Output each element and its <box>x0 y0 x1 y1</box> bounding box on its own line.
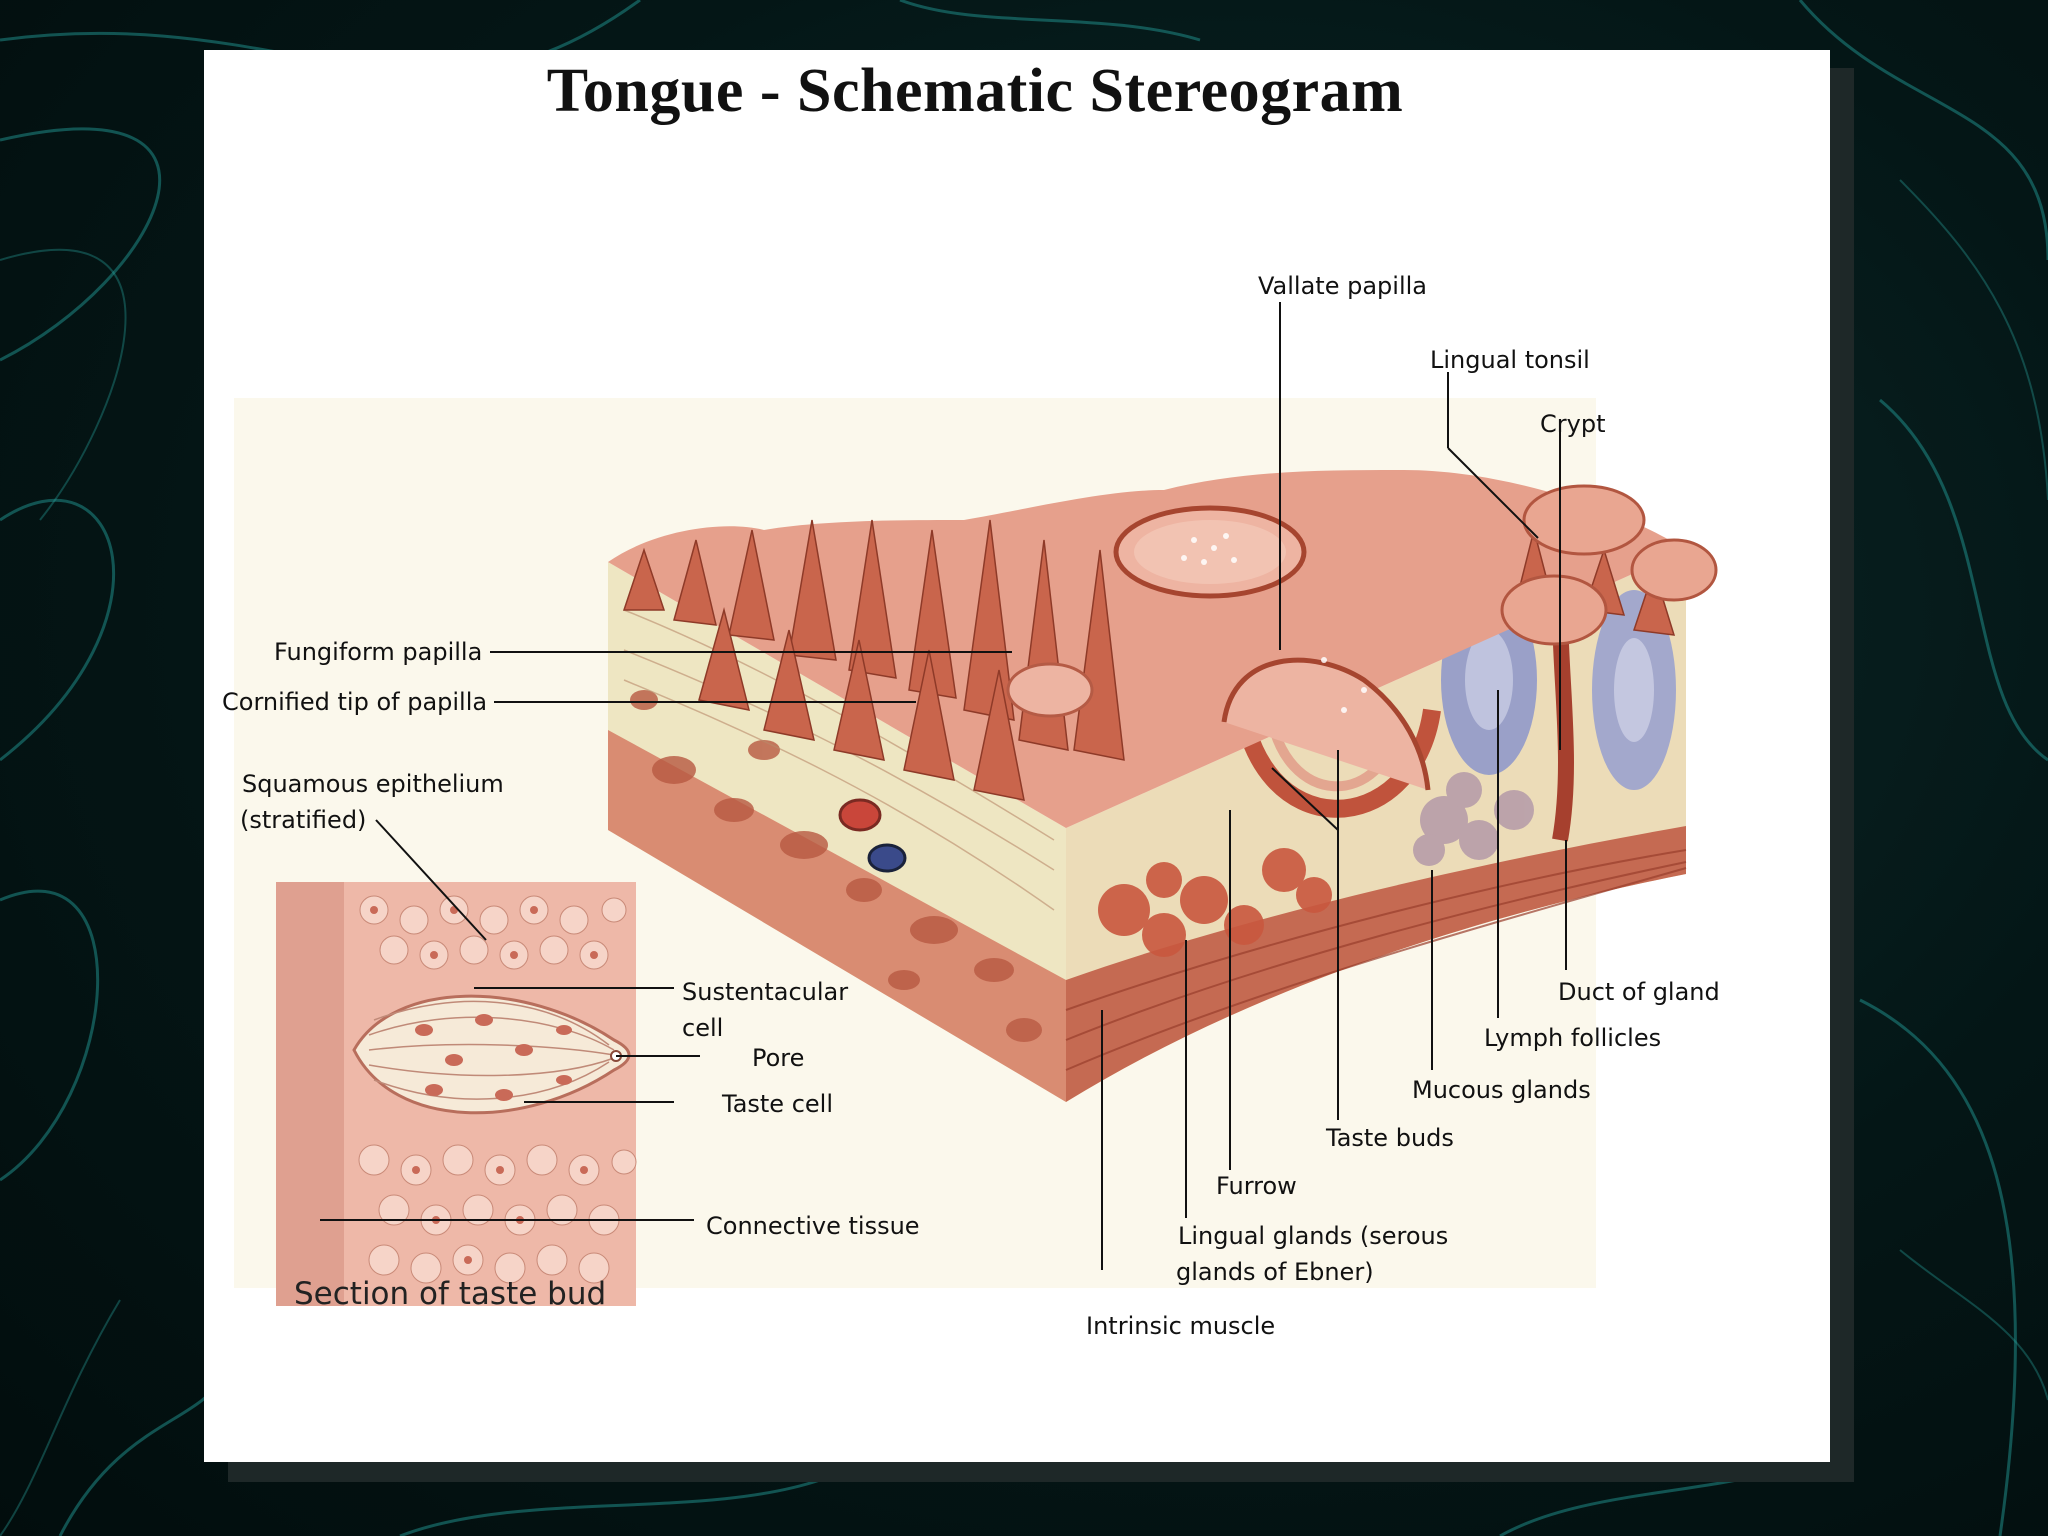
label-taste-cell: Taste cell <box>722 1090 833 1118</box>
label-taste-buds: Taste buds <box>1326 1124 1454 1152</box>
label-furrow: Furrow <box>1216 1172 1297 1200</box>
label-sustentacular-cell: Sustentacular <box>682 978 849 1006</box>
taste-bud-inset <box>276 882 637 1306</box>
label-squamous-stratified: (stratified) <box>240 806 367 834</box>
slide: Tongue - Schematic Stereogram <box>204 50 1830 1462</box>
leader-squamous <box>375 819 487 941</box>
label-squamous-epithelium: Squamous epithelium <box>242 770 504 798</box>
label-lymph-follicles: Lymph follicles <box>1484 1024 1662 1052</box>
tongue-illustration <box>234 302 1718 1306</box>
label-fungiform-papilla: Fungiform papilla <box>274 638 483 666</box>
label-connective-tissue: Connective tissue <box>706 1212 920 1240</box>
slide-title: Tongue - Schematic Stereogram <box>546 57 1404 125</box>
label-duct-of-gland: Duct of gland <box>1558 978 1720 1006</box>
vessel-red <box>838 798 882 832</box>
label-lingual-tonsil: Lingual tonsil <box>1430 346 1590 374</box>
label-lingual-glands: Lingual glands (serous <box>1178 1222 1449 1250</box>
label-cornified-tip: Cornified tip of papilla <box>222 688 488 716</box>
label-lingual-glands-2: glands of Ebner) <box>1176 1258 1374 1286</box>
inset-caption: Section of taste bud <box>294 1276 607 1312</box>
label-pore: Pore <box>752 1044 805 1072</box>
label-mucous-glands: Mucous glands <box>1412 1076 1591 1104</box>
label-intrinsic-muscle: Intrinsic muscle <box>1086 1312 1276 1340</box>
label-crypt: Crypt <box>1540 410 1606 438</box>
label-sustentacular-cell-2: cell <box>682 1014 724 1042</box>
label-vallate-papilla: Vallate papilla <box>1258 272 1427 300</box>
fungiform-papilla-shape <box>1006 662 1094 718</box>
vallate-papilla-front <box>1221 657 1431 791</box>
tongue-block <box>608 470 1718 1102</box>
vessel-blue <box>867 843 907 873</box>
